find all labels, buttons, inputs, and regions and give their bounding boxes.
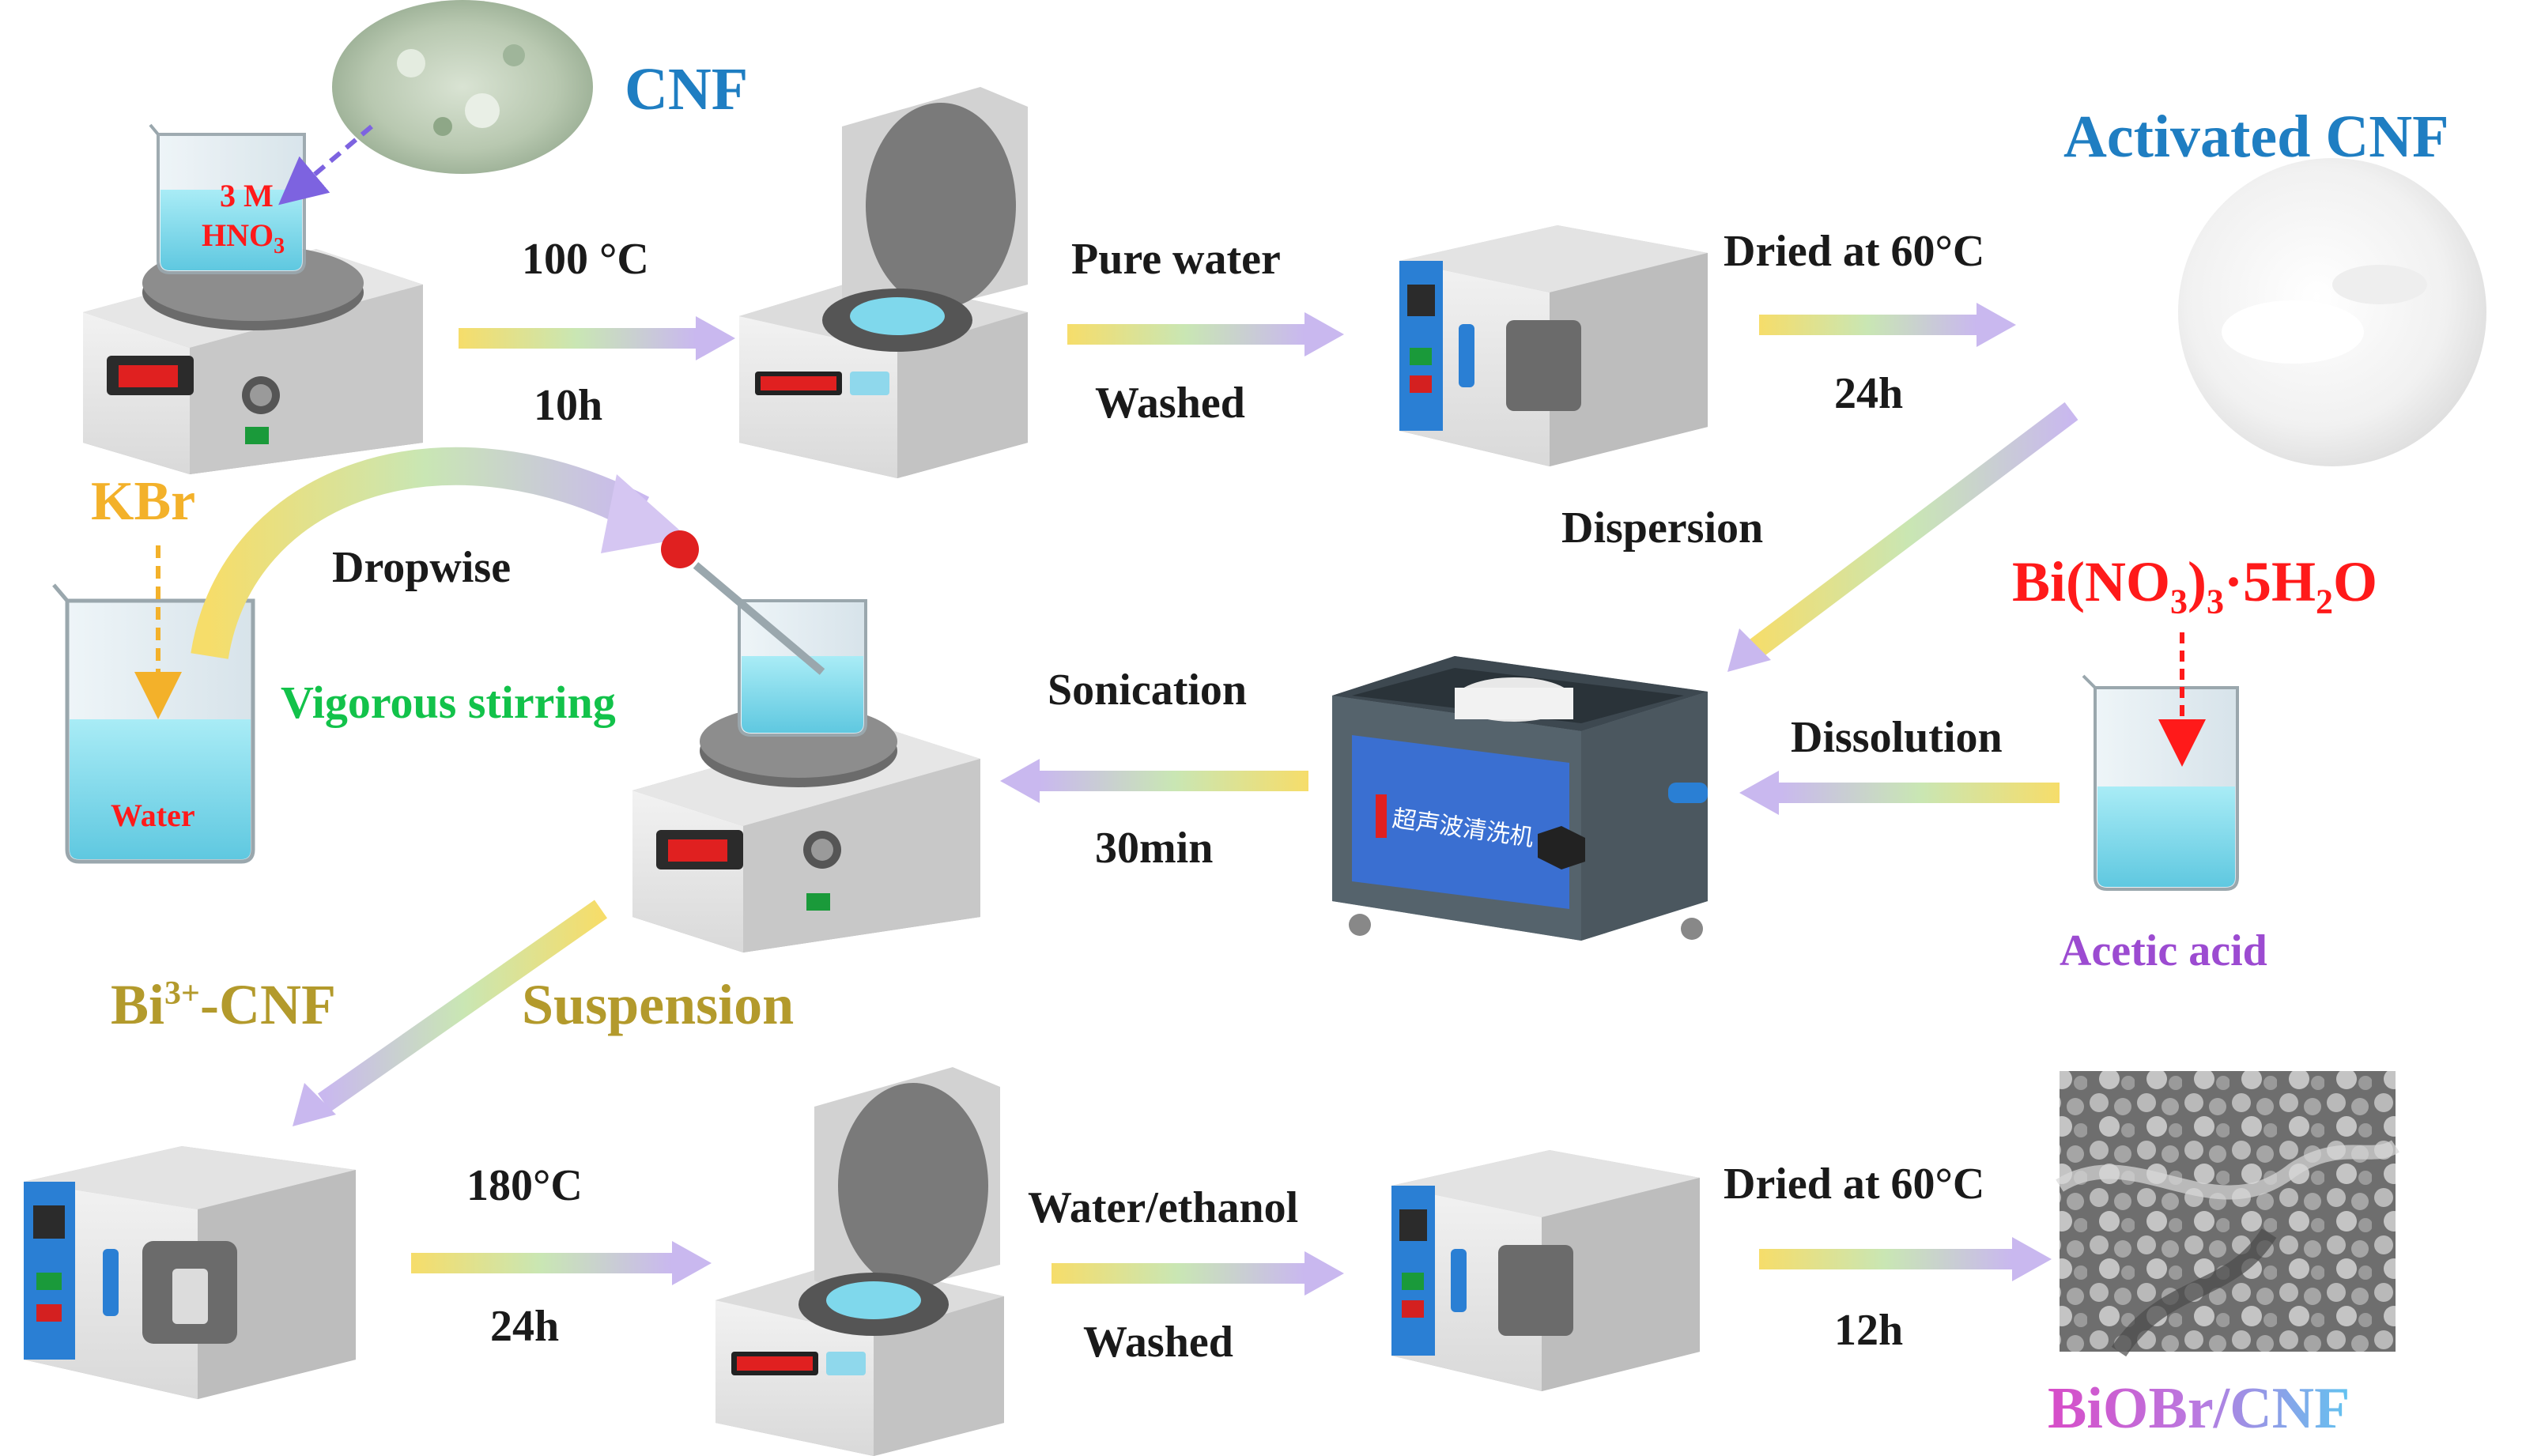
arrow-cleaner-to-stirrer bbox=[1000, 759, 1308, 803]
kbr-label: KBr bbox=[91, 471, 196, 532]
hno3-formula: HNO3 bbox=[202, 217, 285, 258]
add-cnf-arrow bbox=[278, 124, 373, 206]
dry2-bottom-label: 12h bbox=[1834, 1306, 1904, 1355]
hot-plate-acid-treatment bbox=[83, 245, 423, 474]
cnf-raw-powder bbox=[332, 0, 593, 174]
activated-cnf-powder bbox=[2178, 158, 2486, 466]
dry2-top-label: Dried at 60°C bbox=[1724, 1160, 1985, 1209]
centrifuge-1 bbox=[739, 87, 1028, 478]
arrow-powder-to-cleaner bbox=[1727, 402, 2078, 672]
sonication-bottom-label: 30min bbox=[1095, 824, 1214, 873]
arrow-stirrer-to-autoclave bbox=[293, 900, 608, 1126]
wash1-top-label: Pure water bbox=[1071, 235, 1281, 284]
hno3-concentration: 3 M bbox=[220, 178, 274, 213]
centrifuge-2 bbox=[715, 1067, 1004, 1456]
dropwise-transfer-arrow bbox=[191, 447, 650, 660]
beaker-stirring bbox=[738, 599, 867, 737]
acid-time-label: 10h bbox=[534, 381, 603, 430]
dropwise-label: Dropwise bbox=[332, 543, 512, 592]
water-label: Water bbox=[111, 798, 195, 833]
dropwise-arrowhead bbox=[601, 474, 688, 553]
acid-temp-label: 100 °C bbox=[522, 235, 649, 284]
bi-cnf-label: Bi3+-CNF bbox=[111, 973, 336, 1036]
dry1-top-label: Dried at 60°C bbox=[1724, 227, 1985, 276]
hydrothermal-oven bbox=[24, 1146, 356, 1399]
product-label: BiOBr/CNF bbox=[2048, 1376, 2350, 1441]
dissolution-label: Dissolution bbox=[1791, 713, 2003, 762]
dry1-bottom-label: 24h bbox=[1834, 369, 1904, 418]
magnetic-stirrer bbox=[632, 705, 980, 952]
dropper bbox=[661, 530, 825, 675]
wash1-bottom-label: Washed bbox=[1095, 379, 1245, 428]
arrow-centrifuge-to-oven-2 bbox=[1052, 1251, 1344, 1296]
arrow-centrifuge-to-oven bbox=[1067, 312, 1344, 356]
process-arrows bbox=[293, 303, 2078, 1296]
arrow-acetic-to-cleaner bbox=[1739, 771, 2060, 815]
cnf-label: CNF bbox=[625, 56, 749, 123]
acetic-acid-label: Acetic acid bbox=[2060, 926, 2267, 975]
ultrasonic-cleaner bbox=[1332, 656, 1708, 941]
arrow-acid-to-centrifuge bbox=[459, 316, 735, 360]
wash2-bottom-label: Washed bbox=[1083, 1318, 1233, 1367]
hydro-temp-label: 180°C bbox=[466, 1161, 583, 1210]
activated-cnf-label: Activated CNF bbox=[2063, 104, 2449, 170]
dispersion-label: Dispersion bbox=[1561, 504, 1764, 553]
suspension-label: Suspension bbox=[522, 973, 795, 1036]
arrow-autoclave-to-centrifuge bbox=[411, 1241, 712, 1285]
hydro-time-label: 24h bbox=[490, 1302, 560, 1351]
sem-micrograph bbox=[2056, 1071, 2399, 1357]
arrow-oven-to-powder bbox=[1759, 303, 2016, 347]
wash2-top-label: Water/ethanol bbox=[1028, 1183, 1299, 1232]
drying-oven-1 bbox=[1399, 225, 1708, 466]
stirring-label: Vigorous stirring bbox=[281, 677, 616, 728]
bismuth-nitrate-label: Bi(NO3)3·5H2O bbox=[2012, 550, 2378, 621]
drying-oven-2 bbox=[1391, 1150, 1700, 1391]
arrow-oven-to-product bbox=[1759, 1237, 2052, 1281]
sonication-top-label: Sonication bbox=[1048, 666, 1248, 715]
beaker-hno3 bbox=[149, 123, 306, 274]
beaker-kbr-water bbox=[52, 583, 255, 864]
beaker-acetic-acid bbox=[2082, 674, 2239, 891]
